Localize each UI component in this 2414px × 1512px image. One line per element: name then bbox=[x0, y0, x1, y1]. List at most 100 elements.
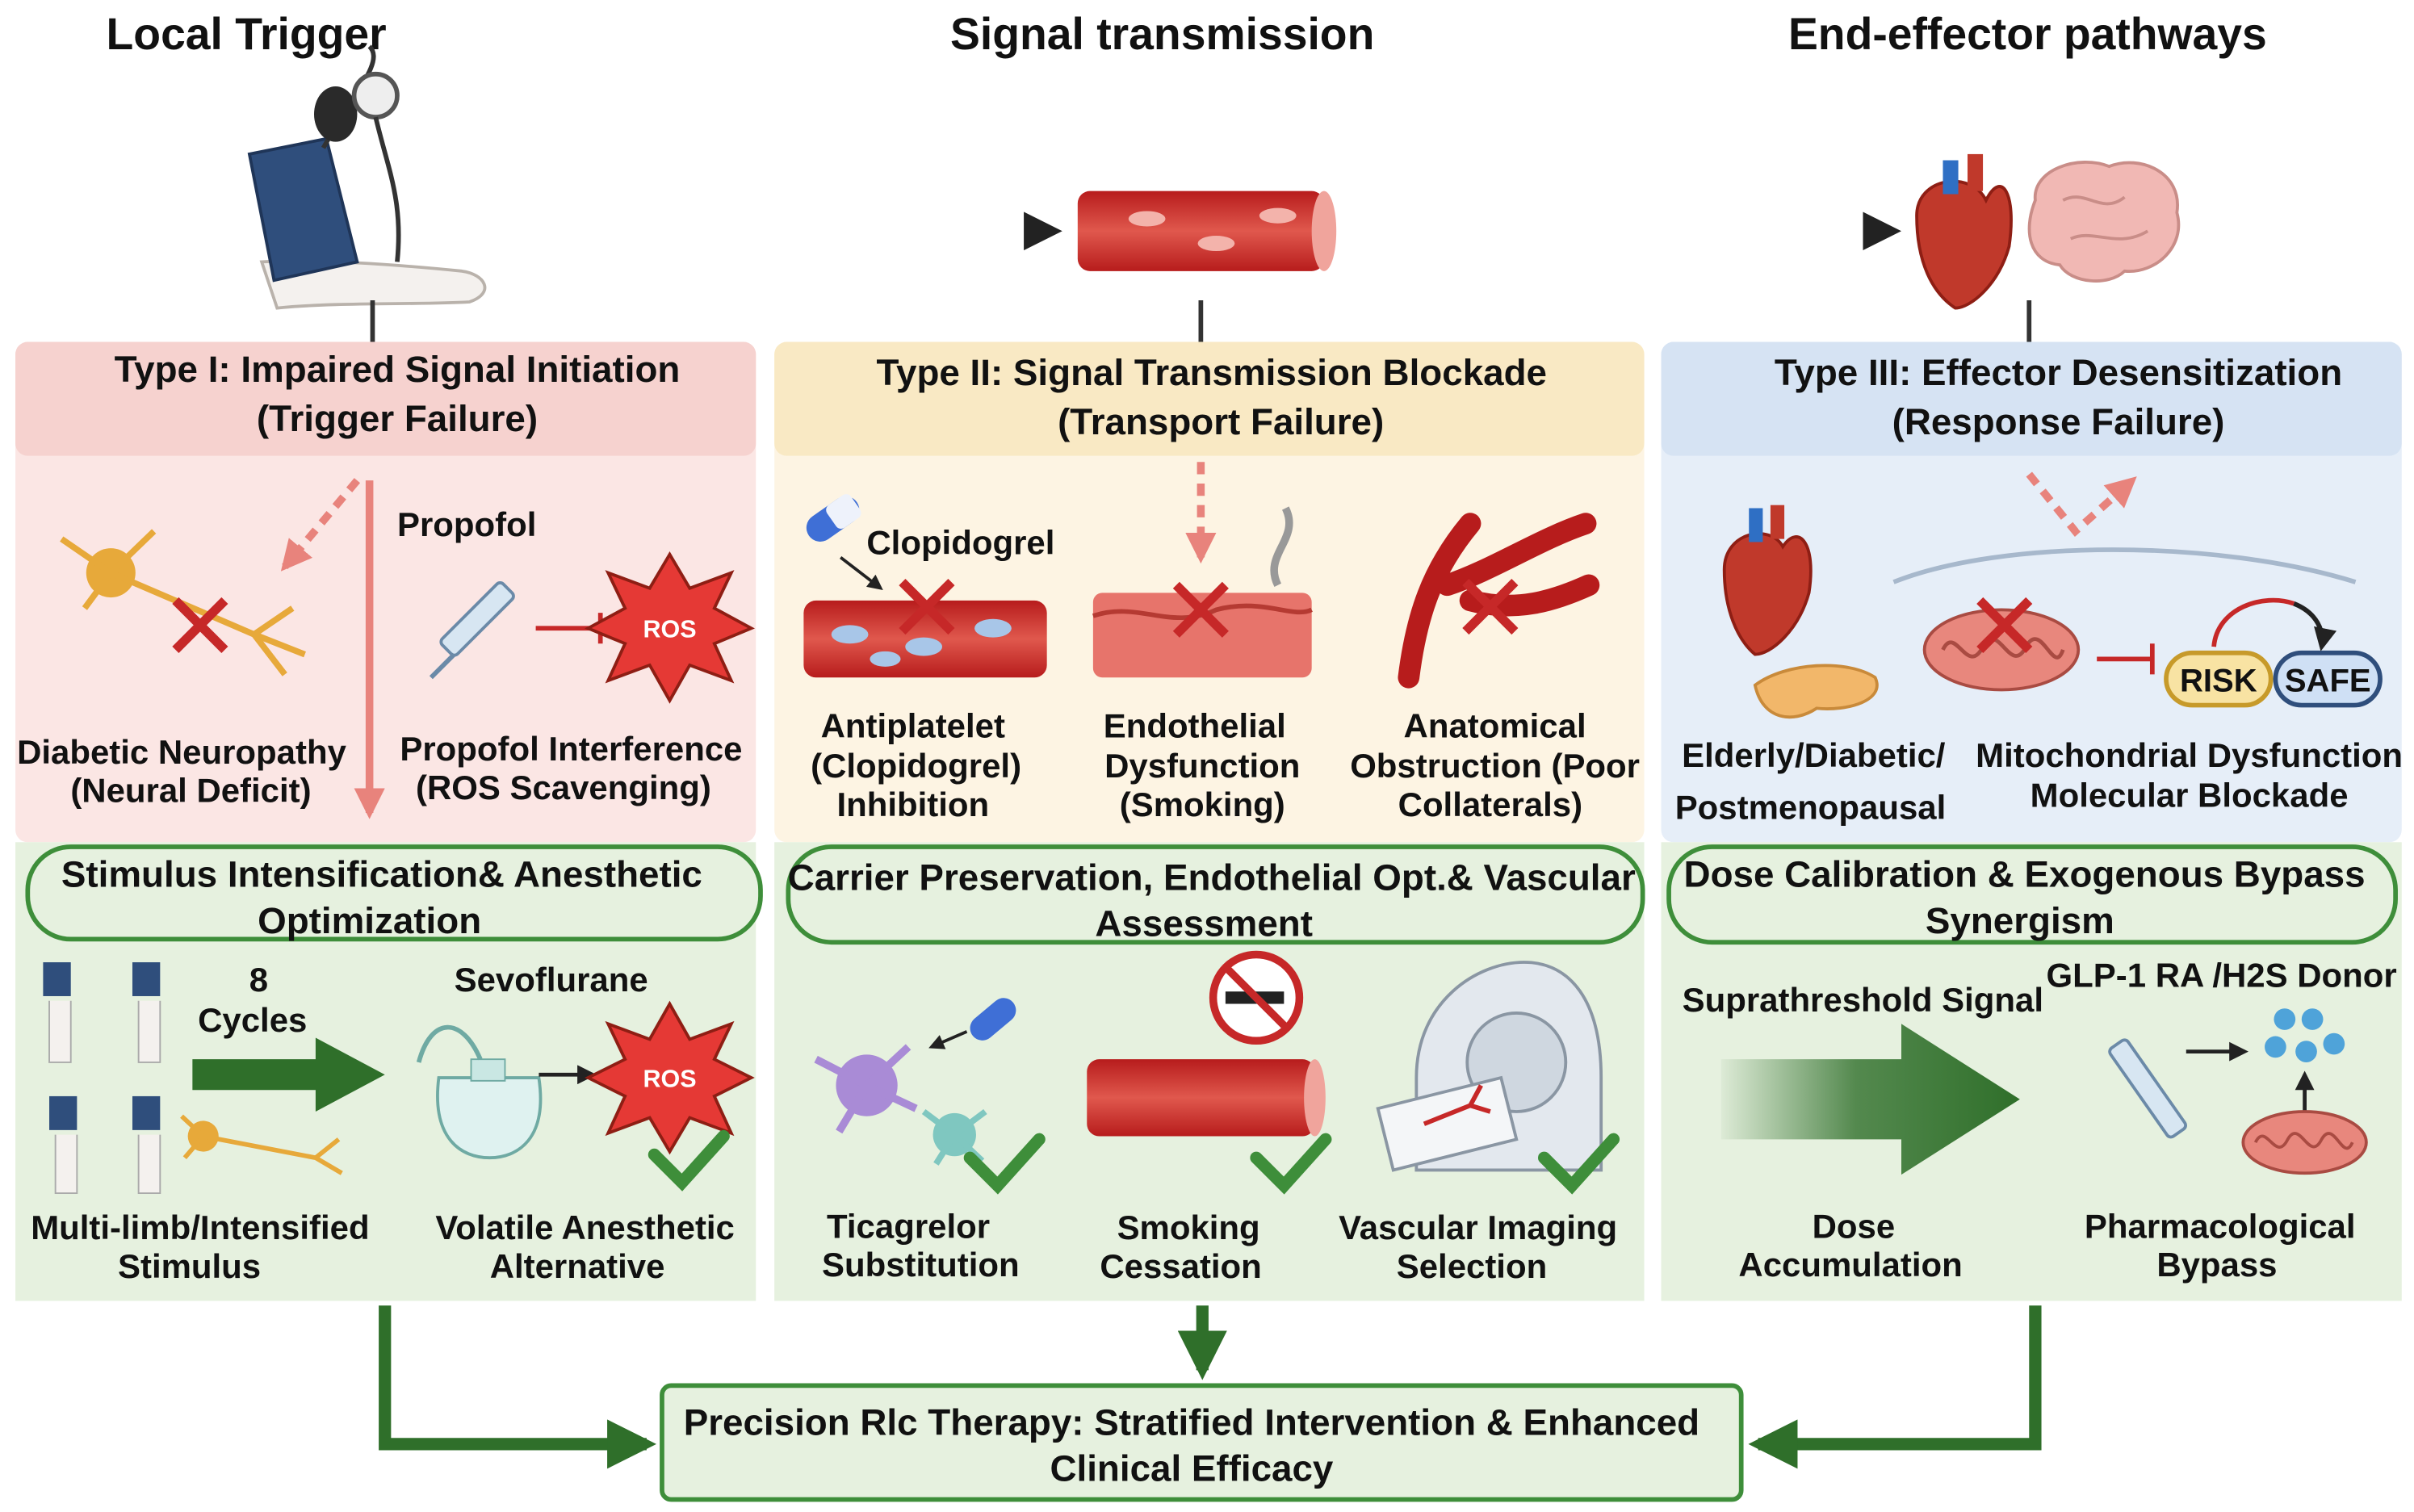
platelet-cells-icon bbox=[814, 998, 1016, 1166]
endothelial-line1: Endothelial bbox=[1104, 707, 1286, 745]
branched-vessel-cross-icon bbox=[1462, 578, 1519, 635]
damaged-vessel-cross-icon bbox=[1172, 581, 1229, 638]
bp-cuff-arm-icon bbox=[247, 44, 487, 310]
type1-strategy-line1: Stimulus Intensification& Anesthetic bbox=[61, 854, 702, 895]
smoking-line1: Smoking bbox=[1117, 1208, 1260, 1246]
anatomical-line3: Collaterals) bbox=[1398, 785, 1582, 823]
panel-type2: Type II: Signal Transmission Blockade (T… bbox=[774, 341, 1645, 1301]
anesthesia-mask-icon bbox=[416, 1024, 543, 1160]
pancreas-icon bbox=[1753, 664, 1879, 719]
svg-text:ROS: ROS bbox=[643, 616, 696, 643]
sevoflurane-label: Sevoflurane bbox=[455, 961, 648, 999]
mito-line1: Mitochondrial Dysfunction bbox=[1976, 736, 2403, 774]
svg-text:ROS: ROS bbox=[643, 1065, 696, 1092]
type1-propofol-label: Propofol bbox=[397, 505, 536, 543]
type3-strategy-pill bbox=[1666, 844, 2398, 945]
title-signal-transmission: Signal transmission bbox=[950, 9, 1374, 59]
syringe-small-icon bbox=[2108, 1038, 2187, 1139]
cycles-word: Cycles bbox=[198, 1001, 307, 1039]
type3-dashed-arrow bbox=[2026, 471, 2137, 537]
inhibit-line-type3 bbox=[2097, 643, 2155, 675]
smoking-line2: Cessation bbox=[1100, 1247, 1261, 1285]
outcome-line1: Precision Rlc Therapy: Stratified Interv… bbox=[684, 1401, 1699, 1443]
molecules-icon bbox=[2265, 1008, 2345, 1062]
title-end-effector: End-effector pathways bbox=[1788, 9, 2267, 59]
multi-limb-cuffs-icon bbox=[43, 962, 161, 1195]
heart-small-icon bbox=[1722, 505, 1813, 656]
type2-strategy-line1: Carrier Preservation, Endothelial Opt.& … bbox=[788, 857, 1636, 898]
interference-line2: (ROS Scavenging) bbox=[416, 769, 711, 806]
type1-dashed-arrow bbox=[280, 478, 361, 572]
no-smoking-icon bbox=[1209, 950, 1304, 1045]
mitochondrion-icon bbox=[1922, 608, 2081, 692]
healthy-vessel-icon bbox=[1087, 1059, 1326, 1137]
anatomical-line2: Obstruction (Poor bbox=[1350, 747, 1640, 785]
pharm-line1: Pharmacological bbox=[2085, 1207, 2356, 1245]
panel-type3: Type III: Effector Desensitization (Resp… bbox=[1661, 341, 2403, 1301]
heart-icon bbox=[1915, 153, 2013, 310]
type3-strategy-line1: Dose Calibration & Exogenous Bypass bbox=[1684, 854, 2366, 895]
dose-line1: Dose bbox=[1813, 1207, 1896, 1245]
outcome-line2: Clinical Efficacy bbox=[1050, 1448, 1333, 1489]
syringe-icon bbox=[429, 581, 515, 680]
title-local-trigger: Local Trigger bbox=[107, 9, 387, 59]
endothelial-line2: Dysfunction bbox=[1104, 747, 1300, 785]
clopidogrel-arrow bbox=[839, 556, 883, 590]
type1-strategy-line2: Optimization bbox=[258, 900, 481, 941]
ct-scanner-icon bbox=[1376, 961, 1603, 1172]
outcome-box bbox=[660, 1383, 1744, 1502]
cycles-number: 8 bbox=[249, 961, 268, 999]
vessel-platelets-icon bbox=[803, 600, 1047, 678]
risk-safe-feedback bbox=[2211, 597, 2295, 647]
type3-header-line2: (Response Failure) bbox=[1892, 401, 2225, 442]
antiplatelet-line2: (Clopidogrel) bbox=[811, 747, 1021, 785]
type2-strategy-line2: Assessment bbox=[1095, 903, 1313, 944]
imaging-line1: Vascular Imaging bbox=[1339, 1208, 1617, 1246]
clopidogrel-label: Clopidogrel bbox=[866, 524, 1054, 562]
arrow-type3-to-outcome bbox=[1748, 1305, 2042, 1469]
dose-line2: Accumulation bbox=[1738, 1246, 1962, 1284]
interference-line1: Propofol Interference bbox=[400, 730, 742, 768]
elderly-line1: Elderly/Diabetic/ bbox=[1682, 736, 1946, 774]
suprathreshold-label: Suprathreshold Signal bbox=[1683, 981, 2043, 1019]
ticagrelor-line1: Ticagrelor bbox=[827, 1207, 990, 1245]
glp1-label: GLP-1 RA /H2S Donor bbox=[2047, 957, 2397, 995]
elderly-line2: Postmenopausal bbox=[1675, 789, 1947, 827]
anatomical-line1: Anatomical bbox=[1404, 707, 1586, 745]
neuron-small-icon bbox=[180, 1114, 343, 1175]
imaging-check-icon bbox=[1537, 1133, 1620, 1195]
brain-icon bbox=[2027, 161, 2181, 283]
multilimb-line2: Stimulus bbox=[118, 1247, 261, 1285]
suprathreshold-big-arrow bbox=[1720, 1024, 2020, 1175]
neuron-cross-icon bbox=[172, 597, 228, 653]
blood-vessel-icon bbox=[1077, 191, 1337, 271]
svg-text:RISK: RISK bbox=[2180, 663, 2257, 698]
volatile-line1: Volatile Anesthetic bbox=[435, 1208, 735, 1246]
safe-badge: SAFE bbox=[2273, 650, 2383, 708]
svg-text:SAFE: SAFE bbox=[2285, 663, 2371, 698]
risk-badge: RISK bbox=[2164, 650, 2274, 708]
neuropathy-line2: (Neural Deficit) bbox=[70, 772, 311, 810]
type2-header-line1: Type II: Signal Transmission Blockade bbox=[876, 352, 1547, 393]
multilimb-line1: Multi-limb/Intensified bbox=[31, 1208, 369, 1246]
damaged-vessel-icon bbox=[1092, 506, 1313, 678]
panel-type1: Type I: Impaired Signal Initiation (Trig… bbox=[15, 341, 763, 1301]
type1-strategy-pill bbox=[25, 844, 763, 942]
vessel-platelets-cross-icon bbox=[899, 578, 955, 635]
antiplatelet-line3: Inhibition bbox=[836, 785, 989, 823]
type1-check-icon bbox=[648, 1129, 730, 1192]
ros-burst-2-icon: ROS bbox=[585, 1000, 755, 1155]
ticagrelor-check-icon bbox=[963, 1133, 1046, 1195]
cycles-green-arrow bbox=[192, 1037, 385, 1112]
endothelial-line3: (Smoking) bbox=[1120, 785, 1285, 823]
imaging-line2: Selection bbox=[1397, 1247, 1547, 1285]
ticagrelor-line2: Substitution bbox=[822, 1246, 1020, 1284]
ros-burst-icon: ROS bbox=[585, 551, 755, 704]
antiplatelet-line1: Antiplatelet bbox=[821, 707, 1005, 745]
pill-capsule-icon bbox=[806, 494, 861, 542]
mitochondrion-small-icon bbox=[2241, 1110, 2368, 1175]
membrane-arc bbox=[1892, 547, 2357, 584]
type3-strategy-line2: Synergism bbox=[1926, 900, 2114, 941]
type3-header-line1: Type III: Effector Desensitization bbox=[1775, 352, 2342, 393]
